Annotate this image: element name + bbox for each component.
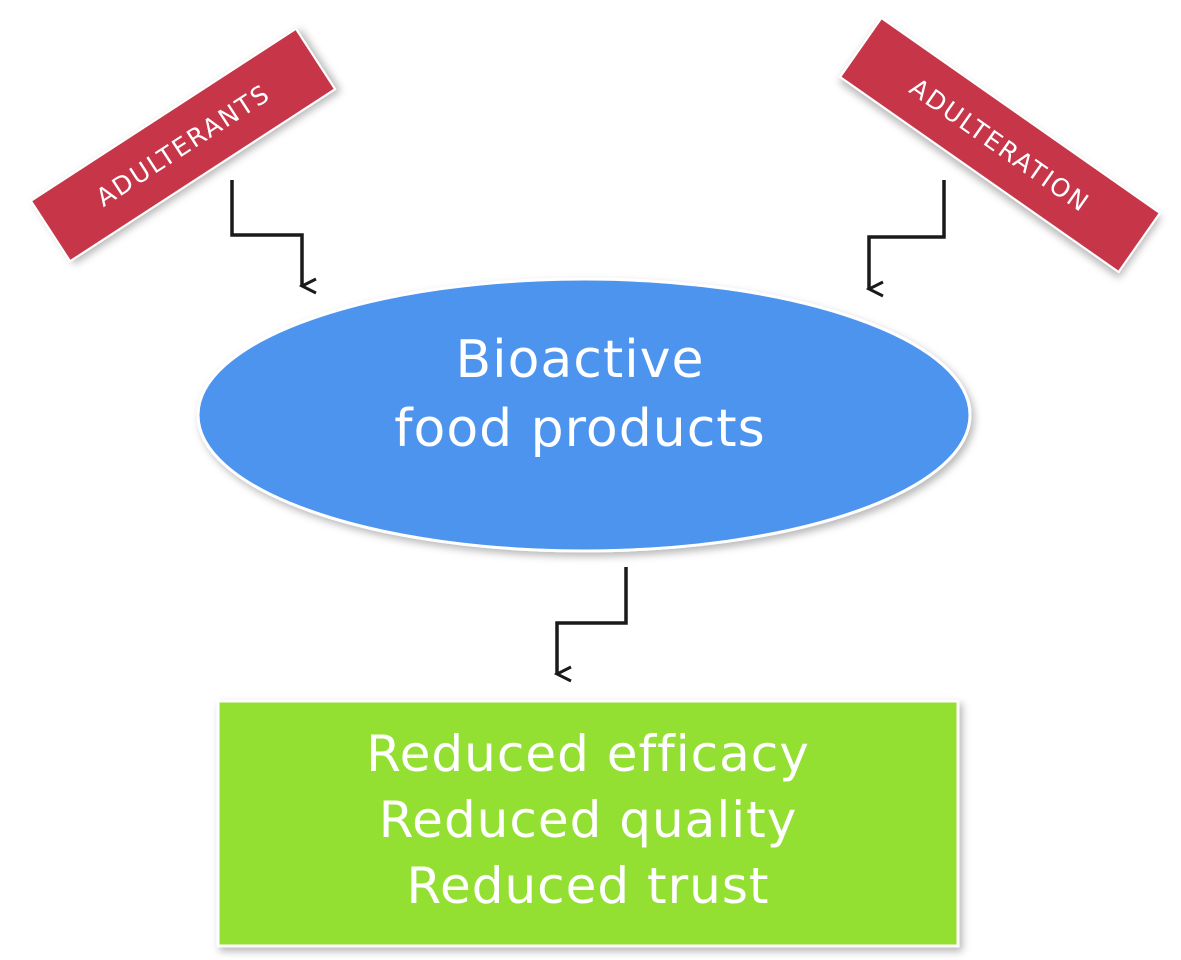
- adulteration-label: ADULTERATION: [904, 73, 1095, 219]
- effect-efficacy: Reduced efficacy: [366, 725, 810, 783]
- center-line-1: Bioactive: [456, 330, 705, 390]
- center-oval-shape: [196, 277, 972, 553]
- arrow-adulteration-to-center: [869, 180, 946, 289]
- adulteration-tag: ADULTERATION: [838, 16, 1162, 274]
- center-line-2: food products: [394, 399, 766, 459]
- bioactive-food-products-node: Bioactive food products: [196, 277, 972, 553]
- adulterants-tag-shape: [29, 27, 337, 263]
- effects-box-shape: [216, 699, 960, 948]
- arrow-adulterants-to-center: [230, 180, 302, 286]
- effect-trust: Reduced trust: [406, 857, 769, 915]
- adulteration-tag-shape: [838, 16, 1162, 274]
- effects-node: Reduced efficacy Reduced quality Reduced…: [216, 699, 960, 948]
- adulterants-tag: ADULTERANTS: [29, 27, 337, 263]
- effect-quality: Reduced quality: [379, 791, 798, 849]
- arrow-center-to-effects: [557, 567, 628, 674]
